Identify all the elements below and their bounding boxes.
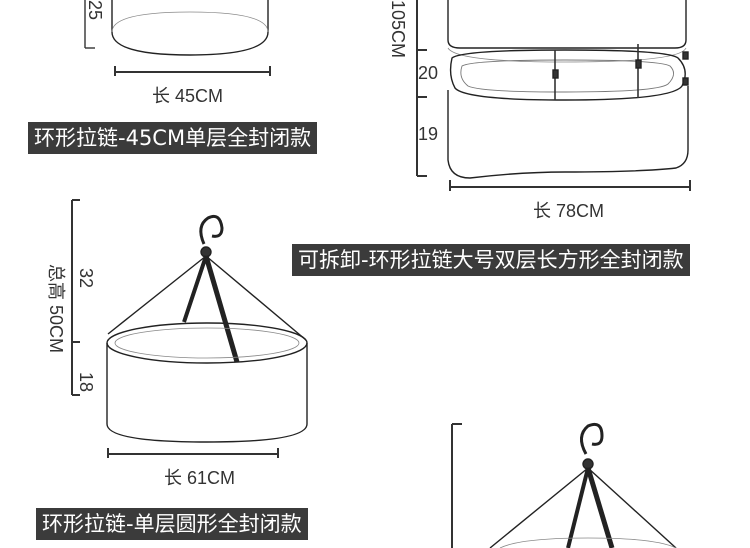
product-3-drawing bbox=[106, 214, 308, 443]
product-3-lower-height: 18 bbox=[76, 372, 96, 393]
product-2-caption: 可拆卸-环形拉链大号双层长方形全封闭款 bbox=[292, 244, 690, 276]
product-3-caption: 环形拉链-单层圆形全封闭款 bbox=[36, 508, 308, 540]
product-2-height-dimension bbox=[416, 0, 427, 177]
product-3-length-label: 长 61CM bbox=[164, 468, 236, 488]
product-3-height-dimension bbox=[71, 199, 80, 396]
product-3-length-dimension bbox=[107, 448, 279, 458]
product-3-total-height: 总高 50CM bbox=[46, 264, 66, 354]
product-4-drawing bbox=[489, 422, 677, 548]
product-4-height-dimension bbox=[451, 423, 462, 548]
product-1-length-label: 长 45CM bbox=[152, 86, 224, 106]
product-1-caption: 环形拉链-45CM单层全封闭款 bbox=[28, 122, 318, 154]
product-1-drawing bbox=[84, 0, 269, 56]
product-2-length-label: 长 78CM bbox=[533, 201, 605, 221]
product-2-total-height: 105CM bbox=[388, 0, 408, 59]
product-2-length-dimension bbox=[449, 180, 691, 191]
product-1-height-partial: 25 bbox=[85, 0, 105, 21]
product-1-length-dimension bbox=[114, 66, 271, 76]
product-2-lower-height: 19 bbox=[418, 124, 439, 144]
product-3-upper-height: 32 bbox=[76, 268, 96, 289]
product-2-upper-height: 20 bbox=[418, 63, 439, 83]
product-2-drawing bbox=[447, 0, 689, 179]
